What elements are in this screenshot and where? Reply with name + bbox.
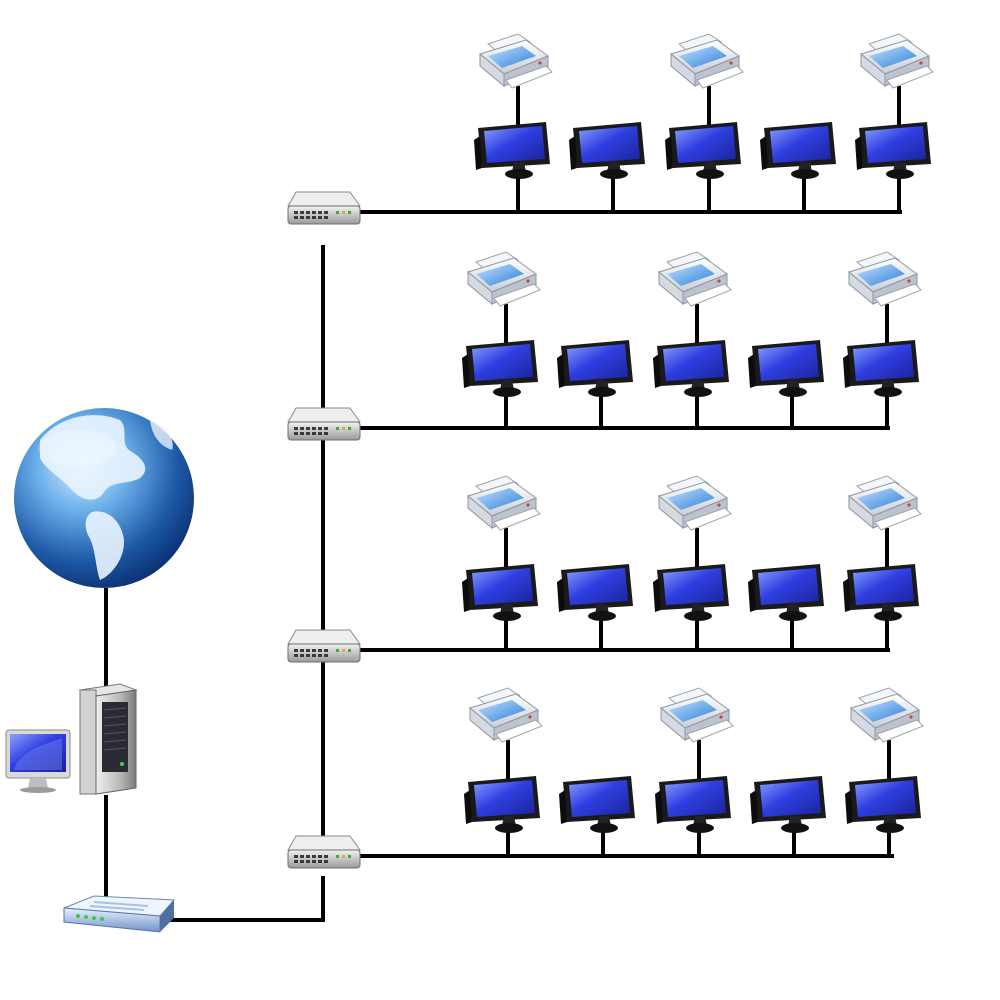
lcd-monitor-icon — [462, 340, 538, 397]
printer-icon — [660, 687, 734, 743]
lcd-monitor-icon — [655, 776, 731, 833]
network-switch-icon — [287, 191, 361, 225]
lcd-monitor-icon — [843, 340, 919, 397]
admin-monitor — [5, 729, 71, 793]
server — [78, 683, 138, 795]
printer-icon — [850, 687, 924, 743]
printer-icon — [670, 33, 744, 89]
network-switch-icon — [287, 407, 361, 441]
lcd-monitor-icon — [653, 340, 729, 397]
switch-group-3 — [287, 475, 922, 663]
lcd-monitor-icon — [843, 564, 919, 621]
server-tower-icon — [102, 702, 128, 772]
internet-globe — [14, 408, 194, 588]
lcd-monitor-icon — [559, 776, 635, 833]
printer-icon — [848, 475, 922, 531]
switch-group-1 — [287, 33, 934, 225]
printer-icon — [860, 33, 934, 89]
lcd-monitor-icon — [557, 564, 633, 621]
network-devices — [287, 33, 934, 869]
lcd-monitor-icon — [750, 776, 826, 833]
printer-icon — [479, 33, 553, 89]
lcd-monitor-icon — [845, 776, 921, 833]
printer-icon — [658, 251, 732, 307]
network-switch-icon — [287, 835, 361, 869]
cables — [104, 210, 902, 922]
switch-group-4 — [287, 687, 924, 869]
printer-icon — [469, 687, 543, 743]
lcd-monitor-icon — [748, 564, 824, 621]
lcd-monitor-icon — [760, 122, 836, 179]
lcd-monitor-icon — [474, 122, 550, 179]
printer-icon — [658, 475, 732, 531]
lcd-monitor-icon — [557, 340, 633, 397]
lcd-monitor-icon — [464, 776, 540, 833]
lcd-monitor-icon — [665, 122, 741, 179]
lcd-monitor-icon — [653, 564, 729, 621]
lcd-monitor-icon — [569, 122, 645, 179]
cable-router-backbone — [160, 876, 325, 922]
lcd-monitor-icon — [462, 564, 538, 621]
printer-icon — [467, 475, 541, 531]
printer-icon — [467, 251, 541, 307]
switch-group-2 — [287, 251, 922, 441]
network-switch-icon — [287, 629, 361, 663]
drop-cables — [504, 86, 901, 856]
router — [63, 895, 176, 933]
lcd-monitor-icon — [855, 122, 931, 179]
printer-icon — [848, 251, 922, 307]
lcd-monitor-icon — [748, 340, 824, 397]
